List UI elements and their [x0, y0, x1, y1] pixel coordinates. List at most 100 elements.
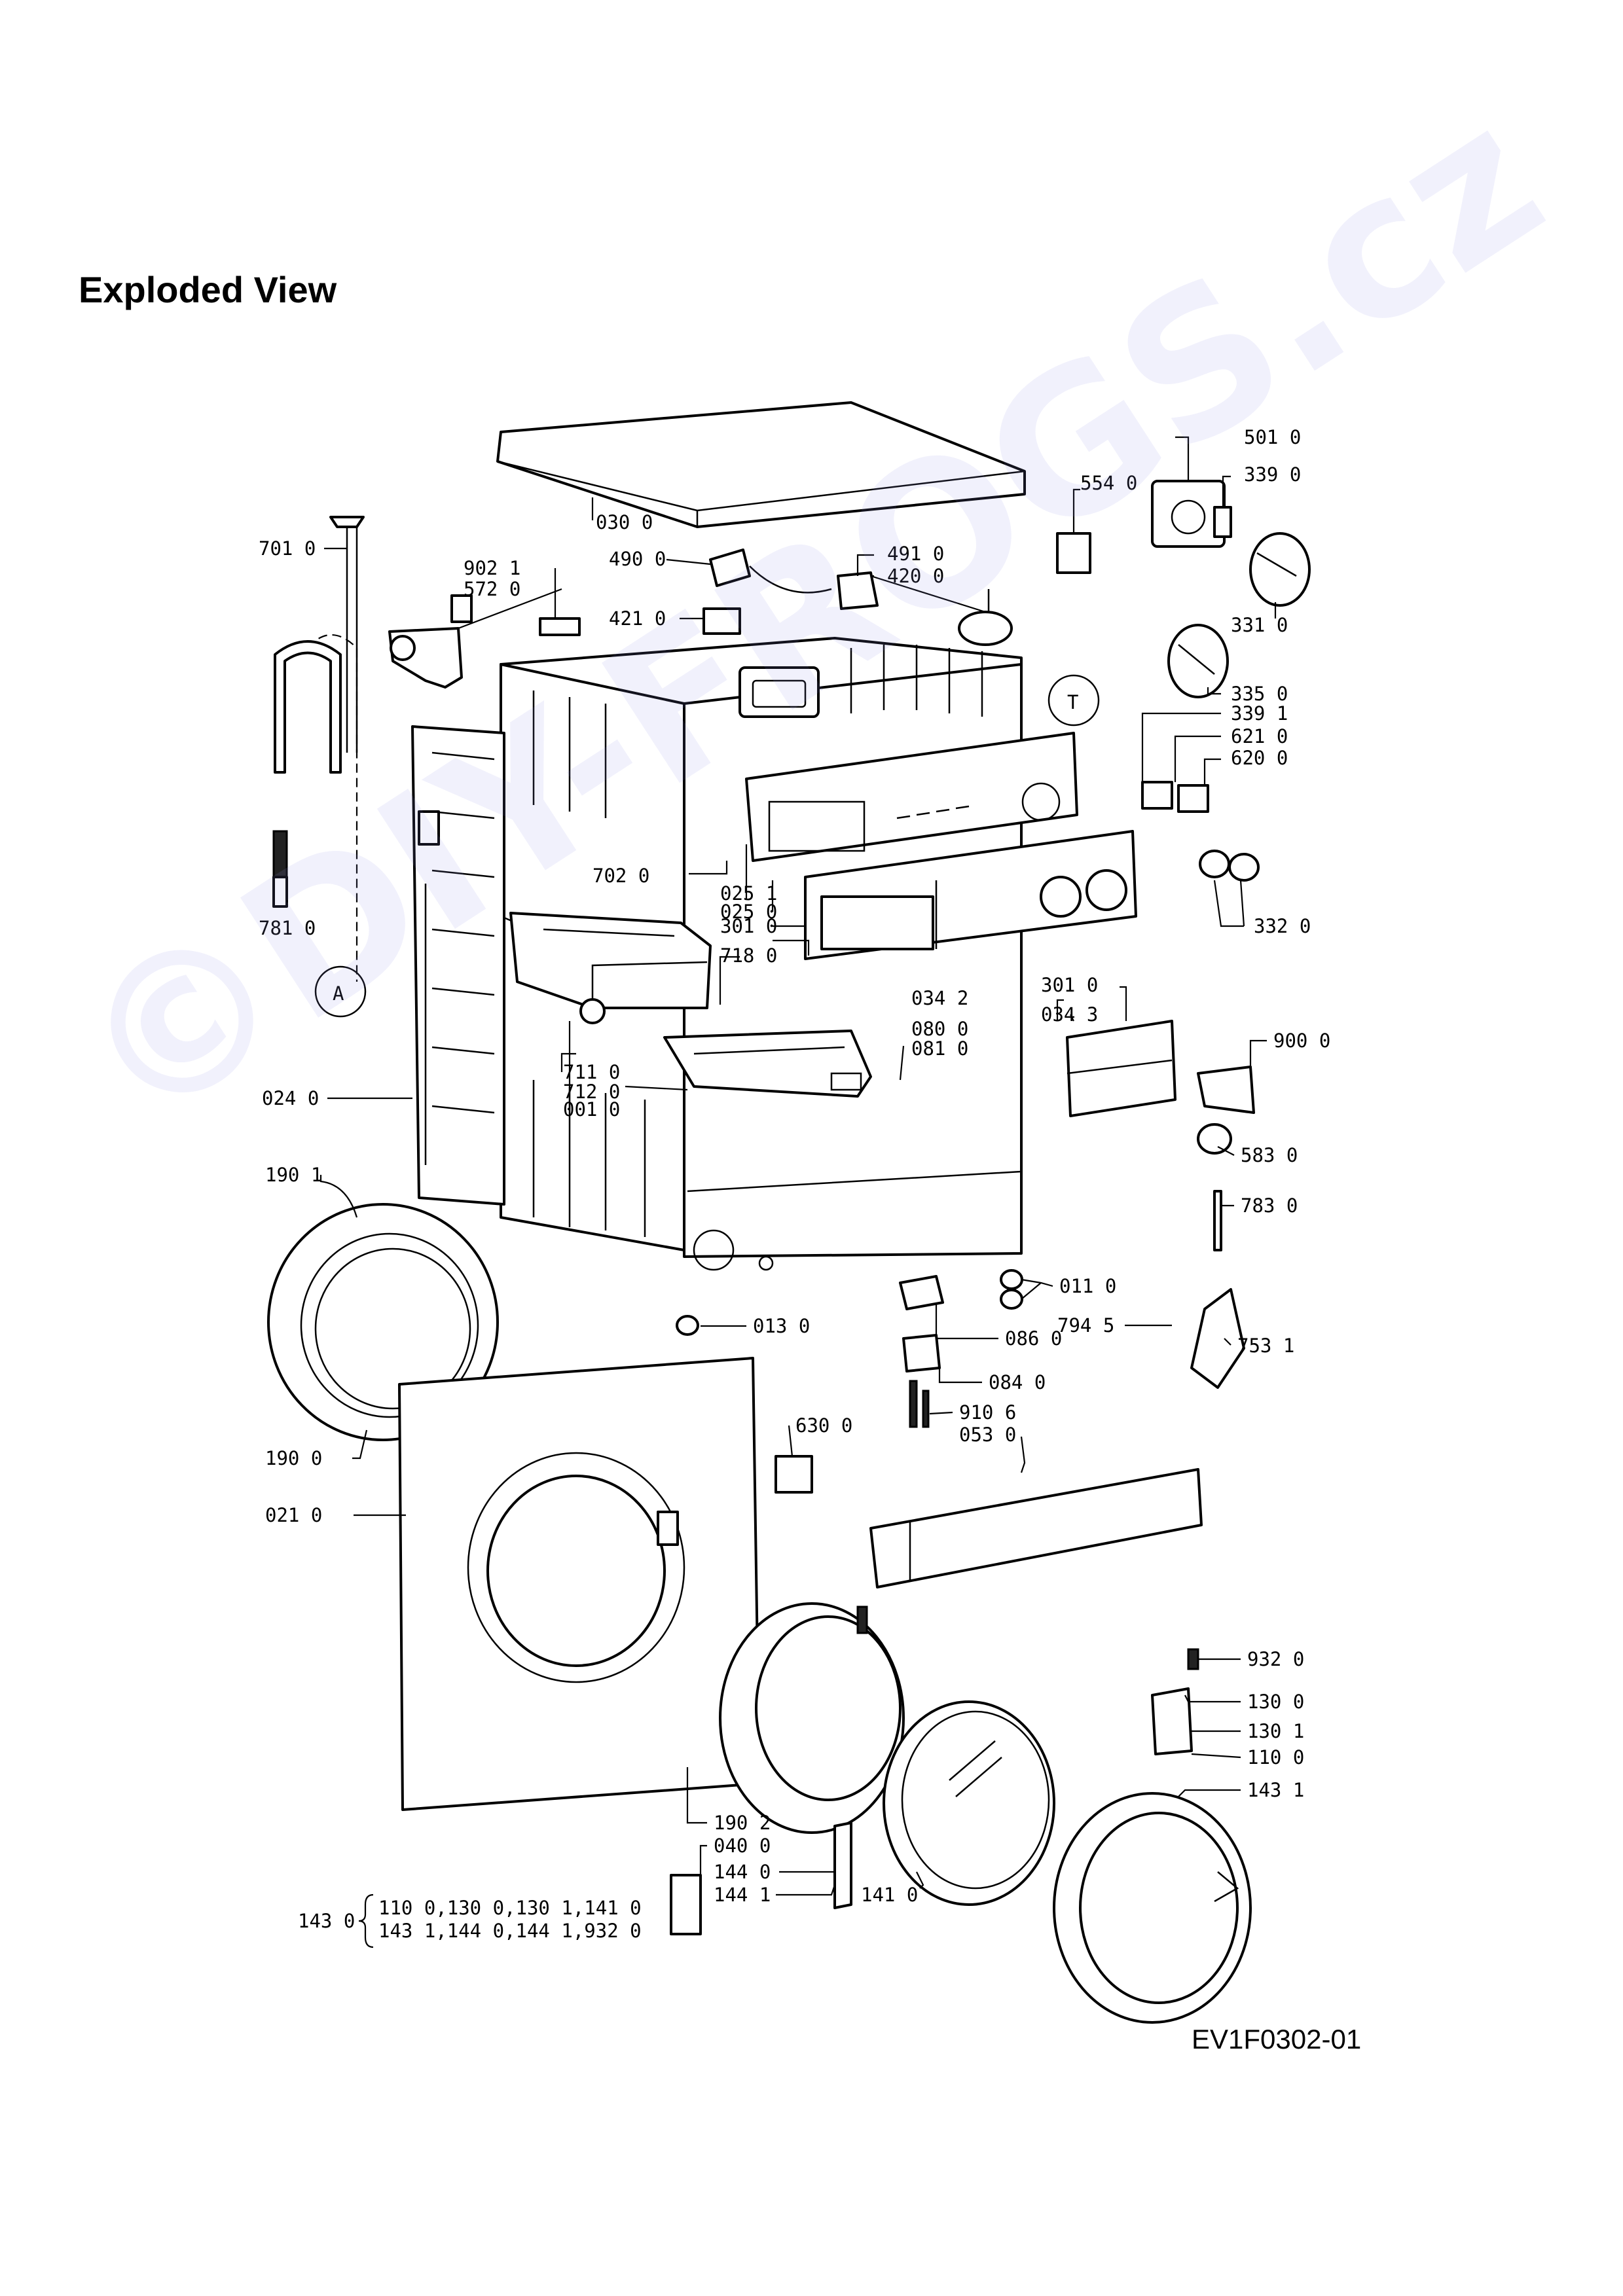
label-572-0: 572 0 [464, 578, 520, 600]
label-081-0: 081 0 [911, 1037, 968, 1060]
door-glass [883, 1700, 1055, 1906]
door-lock-630 [775, 1455, 813, 1494]
hinge-parts [899, 1275, 944, 1428]
leader-lines [319, 436, 1277, 1896]
label-712-0: 712 0 [563, 1081, 620, 1103]
label-621-0: 621 0 [1231, 725, 1288, 747]
label-781-0: 781 0 [259, 917, 316, 939]
label-040-0: 040 0 [714, 1835, 771, 1857]
label-001-0: 001 0 [563, 1098, 620, 1121]
label-030-0: 030 0 [596, 511, 653, 533]
label-190-0: 190 0 [265, 1447, 322, 1469]
door-inner-frame [1053, 1792, 1252, 2024]
label-620-0: 620 0 [1231, 747, 1288, 769]
label-130-1: 130 1 [1247, 1720, 1304, 1742]
rear-panel [411, 725, 505, 1206]
door-hinge-040 [670, 1874, 702, 1935]
label-034-3: 034 3 [1041, 1003, 1098, 1026]
drawer-housing [509, 912, 712, 1024]
push-buttons [1199, 850, 1260, 882]
pressure-switch-583 [1197, 1123, 1232, 1155]
mains-plug [709, 548, 832, 594]
detergent-drawer [663, 1030, 872, 1098]
label-335-0: 335 0 [1231, 683, 1288, 705]
label-332-0: 332 0 [1254, 915, 1311, 937]
marker-circle-T [1048, 674, 1100, 726]
label-339-1: 339 1 [1231, 702, 1288, 725]
label-110-0: 110 0 [1247, 1746, 1304, 1768]
label-190-2: 190 2 [714, 1812, 771, 1834]
marker-circle-A [314, 965, 367, 1018]
label-080-0: 080 0 [911, 1018, 968, 1040]
thermostat-554 [1056, 532, 1091, 574]
label-kit-line-1: 110 0,130 0,130 1,141 0 [378, 1897, 642, 1919]
drawing-code: EV1F0302-01 [1192, 2024, 1362, 2054]
label-718-0: 718 0 [720, 944, 777, 967]
page-title: Exploded View [79, 269, 337, 310]
kit-brace [358, 1893, 374, 1948]
label-701-0: 701 0 [259, 537, 316, 560]
label-900-0: 900 0 [1273, 1030, 1330, 1052]
label-583-0: 583 0 [1241, 1144, 1298, 1166]
capacitor [958, 589, 1013, 646]
label-630-0: 630 0 [795, 1414, 852, 1437]
suppressor [837, 571, 879, 610]
label-932-0: 932 0 [1247, 1648, 1304, 1670]
terminal-block [702, 607, 741, 635]
label-086-0: 086 0 [1005, 1327, 1062, 1350]
label-421-0: 421 0 [609, 607, 666, 630]
label-kit-line-2: 143 1,144 0,144 1,932 0 [378, 1920, 642, 1942]
lower-kick-panel [869, 1468, 1203, 1588]
hinge-144 [833, 1821, 852, 1909]
top-cover [496, 401, 1026, 528]
door-frame-outer [719, 1602, 905, 1834]
label-910-6: 910 6 [959, 1401, 1016, 1424]
label-702-0: 702 0 [593, 865, 649, 887]
pump-753 [1190, 1288, 1245, 1389]
label-339-0: 339 0 [1244, 463, 1301, 486]
label-025-0: 025 0 [720, 901, 777, 923]
label-490-0: 490 0 [609, 548, 666, 570]
label-011-0: 011 0 [1059, 1275, 1116, 1297]
label-301-0-b: 301 0 [1041, 974, 1098, 996]
inlet-hose [272, 516, 365, 982]
marker-label-T: T [1067, 691, 1078, 713]
label-013-0: 013 0 [753, 1315, 810, 1337]
front-fascia [804, 830, 1137, 960]
label-331-0: 331 0 [1231, 614, 1288, 636]
label-902-1: 902 1 [464, 557, 520, 579]
front-panel [398, 1357, 761, 1811]
label-143-1: 143 1 [1247, 1779, 1304, 1801]
label-143-0: 143 0 [298, 1910, 355, 1932]
label-025-1: 025 1 [720, 882, 777, 905]
label-491-0: 491 0 [887, 543, 944, 565]
switches [1141, 781, 1209, 813]
label-144-0: 144 0 [714, 1861, 771, 1883]
label-190-1: 190 1 [265, 1164, 322, 1186]
selector-knob [1249, 532, 1311, 607]
part-labels: 030 0 501 0 554 0 339 0 701 0 490 0 491 … [259, 426, 1330, 1942]
label-034-2: 034 2 [911, 987, 968, 1009]
label-053-0: 053 0 [959, 1424, 1016, 1446]
feet [676, 1269, 1023, 1336]
label-794-5: 794 5 [1057, 1314, 1114, 1336]
label-711-0: 711 0 [563, 1061, 620, 1083]
label-501-0: 501 0 [1244, 426, 1301, 448]
bracket-900 [1197, 1066, 1255, 1114]
marker-label-A: A [333, 982, 344, 1005]
label-130-0: 130 0 [1247, 1691, 1304, 1713]
control-board [745, 732, 1078, 862]
door-latch-parts [1151, 1648, 1199, 1755]
label-024-0: 024 0 [262, 1087, 319, 1109]
sensor-783 [1213, 1190, 1222, 1251]
temperature-knob [1167, 624, 1229, 698]
inlet-valve [388, 594, 473, 689]
label-021-0: 021 0 [265, 1504, 322, 1526]
door-handle-301 [1066, 1020, 1176, 1117]
label-753-1: 753 1 [1237, 1335, 1294, 1357]
label-554-0: 554 0 [1080, 472, 1137, 494]
label-301-0-a: 301 0 [720, 915, 777, 937]
label-084-0: 084 0 [989, 1371, 1046, 1393]
label-144-1: 144 1 [714, 1884, 771, 1906]
